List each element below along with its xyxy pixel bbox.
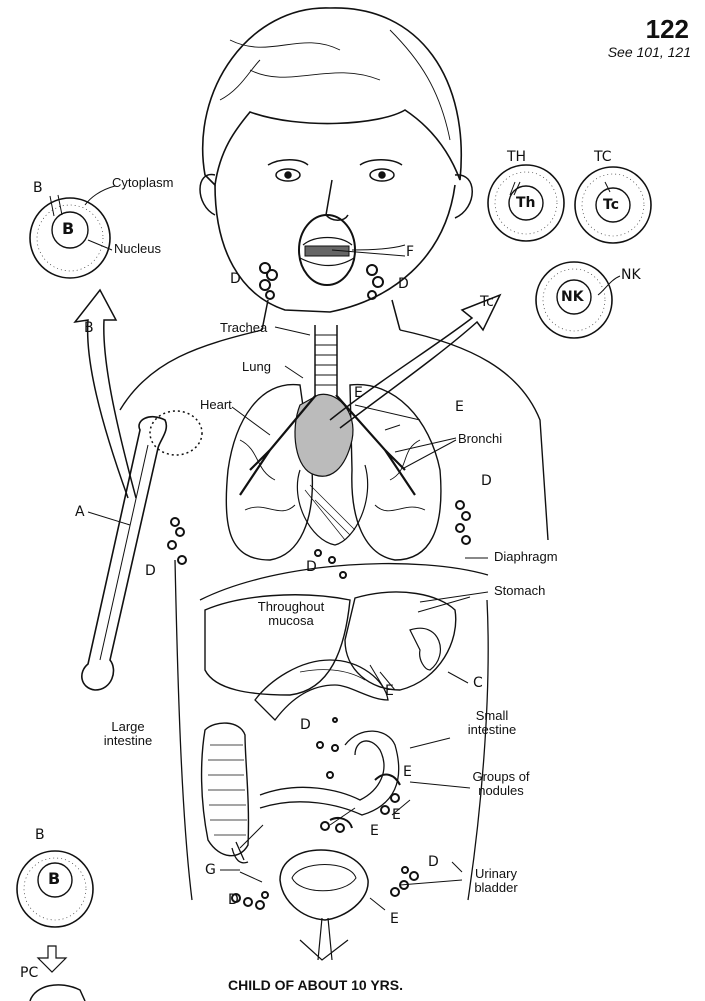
letter-nk: NK: [621, 268, 641, 282]
letter-d-neck-left: D: [230, 272, 241, 286]
helper-t-letter: Th: [516, 196, 536, 210]
letter-tc: TC: [594, 150, 612, 164]
label-small-intestine: Small intestine: [456, 709, 528, 737]
label-lung: Lung: [242, 360, 271, 374]
thymus: [295, 394, 353, 476]
b-cell-outer: [30, 198, 110, 278]
letter-g: G: [205, 863, 216, 877]
figure-caption: CHILD OF ABOUT 10 YRS.: [228, 977, 403, 993]
letter-e-trachea: E: [354, 386, 363, 400]
b-cell-lower-letter: B: [48, 872, 60, 886]
letter-d-pelvis-left: D: [228, 893, 239, 907]
label-urinary-bladder: Urinary bladder: [464, 867, 528, 895]
plasma-cell: [30, 985, 85, 1001]
cytotoxic-t-letter: Tc: [603, 198, 619, 212]
letter-d-axilla: D: [481, 474, 492, 488]
label-large-intestine: Large intestine: [92, 720, 164, 748]
letter-e-intestine: E: [370, 824, 379, 838]
page-number: 122: [646, 14, 689, 45]
label-trachea: Trachea: [220, 321, 267, 335]
letter-c: C: [473, 676, 483, 690]
label-nucleus: Nucleus: [114, 242, 161, 256]
neck: [262, 300, 400, 330]
letter-b-top: B: [33, 181, 43, 195]
left-ear: [200, 175, 215, 215]
letter-e-stomach: E: [385, 684, 394, 698]
large-intestine-shape: [202, 723, 249, 856]
see-also-reference: See 101, 121: [608, 44, 691, 60]
label-stomach: Stomach: [494, 584, 545, 598]
letter-e-small-intestine: E: [403, 765, 412, 779]
label-diaphragm: Diaphragm: [494, 550, 558, 564]
label-throughout-mucosa: Throughout mucosa: [246, 600, 336, 628]
letter-d-left: D: [145, 564, 156, 578]
nk-letter: NK: [561, 290, 584, 304]
letter-e-bronchi: E: [455, 400, 464, 414]
letter-d-pelvis-right: D: [428, 855, 439, 869]
label-heart: Heart: [200, 398, 232, 412]
letter-d-mediastinum: D: [306, 560, 317, 574]
letter-a: A: [75, 505, 85, 519]
letter-pc: PC: [20, 966, 38, 980]
lymph-nodes: [168, 263, 470, 909]
diaphragm-line: [200, 564, 488, 600]
b-cell-top-letter: B: [62, 222, 74, 236]
label-groups-of-nodules: Groups of nodules: [466, 770, 536, 798]
letter-d-neck-right: D: [398, 277, 409, 291]
label-bronchi: Bronchi: [458, 432, 502, 446]
letter-th: TH: [507, 150, 526, 164]
letter-f: F: [406, 245, 414, 259]
arrow-b-to-pc: [38, 946, 66, 972]
letter-e-nodules: E: [392, 808, 401, 822]
letter-d-abdomen: D: [300, 718, 311, 732]
letter-b-lower: B: [35, 828, 45, 842]
letter-b-arrow: B: [84, 321, 94, 335]
letter-e-bladder: E: [390, 912, 399, 926]
letter-tc-arrow: Tc: [480, 295, 494, 309]
right-ear: [455, 175, 472, 218]
hair: [203, 8, 462, 185]
heart-shape: [297, 465, 367, 545]
duodenum: [255, 660, 388, 720]
urinary-bladder-shape: [280, 850, 368, 920]
arrow-thymus-to-tcell: [330, 295, 500, 428]
sigmoid-colon: [232, 842, 248, 863]
label-cytoplasm: Cytoplasm: [112, 176, 173, 190]
